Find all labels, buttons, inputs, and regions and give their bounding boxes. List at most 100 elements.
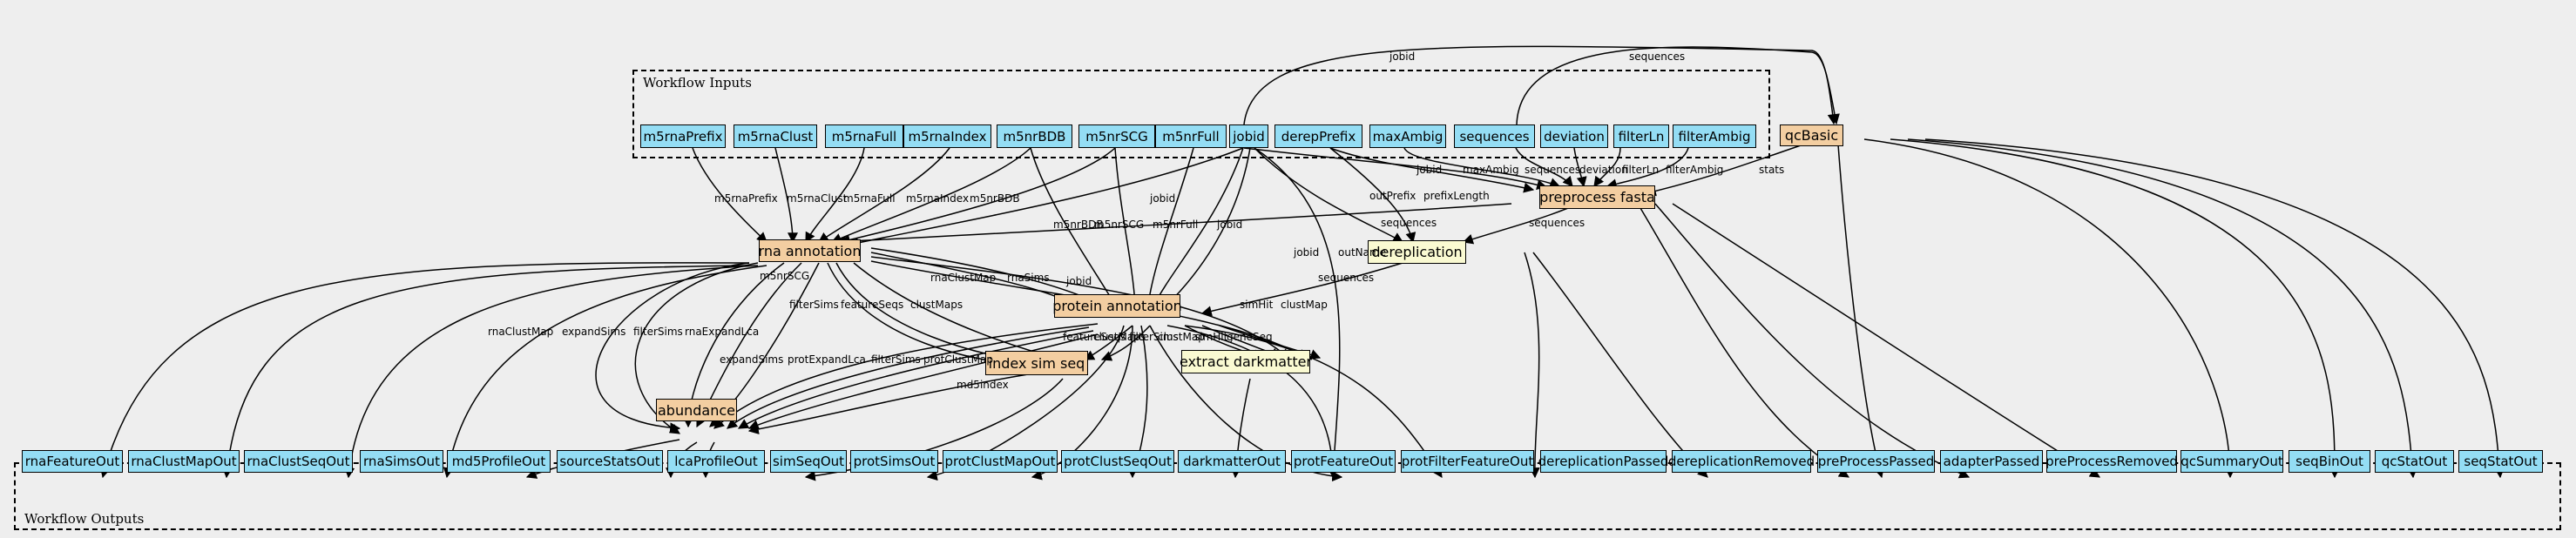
edge-label: m5rnaIndex — [906, 192, 970, 205]
edge-label: m5rnaClust — [787, 192, 848, 205]
input-m5rnaClust[interactable]: m5rnaClust — [734, 124, 817, 148]
workflow-inputs-label: Workflow Inputs — [643, 75, 752, 91]
input-m5rnaFull[interactable]: m5rnaFull — [825, 124, 903, 148]
step-index-sim-seq[interactable]: index sim seq — [985, 351, 1088, 375]
output-protClustMapOut[interactable]: protClustMapOut — [943, 450, 1058, 473]
edge-label: sequences — [1525, 164, 1581, 176]
step-preprocess-fasta[interactable]: preprocess fasta — [1539, 185, 1655, 209]
edge-label: sequences — [1318, 272, 1375, 284]
edge-label: outName — [1338, 246, 1387, 259]
edge-label: filterSims — [789, 299, 839, 311]
output-qcSummaryOut[interactable]: qcSummaryOut — [2180, 450, 2283, 473]
edge-label: featureSeqs — [1063, 331, 1126, 343]
edge-label: filterSims — [871, 353, 921, 366]
workflow-outputs-label: Workflow Outputs — [24, 511, 145, 527]
output-darkmatterOut[interactable]: darkmatterOut — [1178, 450, 1286, 473]
edge-label: deviation — [1579, 164, 1628, 176]
edge-label: jobid — [1389, 50, 1416, 63]
edge-label: m5nrSCG — [760, 270, 810, 282]
step-extract-darkmatter[interactable]: extract darkmatter — [1180, 350, 1312, 373]
edge-label: simHit — [1194, 331, 1228, 343]
input-m5nrBDB[interactable]: m5nrBDB — [997, 124, 1072, 148]
output-protFilterFeatureOut[interactable]: protFilterFeatureOut — [1401, 450, 1534, 473]
output-preProcessPassed[interactable]: preProcessPassed — [1817, 450, 1935, 473]
input-sequences[interactable]: sequences — [1454, 124, 1535, 148]
output-protClustSeqOut[interactable]: protClustSeqOut — [1061, 450, 1174, 473]
edge-label: featureSeqs — [841, 299, 904, 311]
edge-label: filterLn — [1622, 164, 1660, 176]
edge-label: rnaExpandLca — [685, 326, 760, 338]
edge-label: geneSeq — [1227, 331, 1273, 343]
output-md5ProfileOut[interactable]: md5ProfileOut — [447, 450, 551, 473]
step-dereplication[interactable]: dereplication — [1368, 240, 1466, 264]
input-m5nrFull[interactable]: m5nrFull — [1155, 124, 1227, 148]
edge-label: md5index — [957, 379, 1009, 391]
edge-label: jobid — [1217, 219, 1243, 231]
output-preProcessRemoved[interactable]: preProcessRemoved — [2045, 450, 2178, 473]
output-protFeatureOut[interactable]: protFeatureOut — [1291, 450, 1396, 473]
output-sourceStatsOut[interactable]: sourceStatsOut — [557, 450, 663, 473]
output-rnaClustSeqOut[interactable]: rnaClustSeqOut — [244, 450, 353, 473]
edge-label: filterAmbig — [1666, 164, 1724, 176]
input-maxAmbig[interactable]: maxAmbig — [1369, 124, 1446, 148]
edge-label: maxAmbig — [1463, 164, 1519, 176]
output-seqBinOut[interactable]: seqBinOut — [2289, 450, 2370, 473]
edge-label: rnaClustMap — [930, 272, 997, 284]
edge-label: outPrefix — [1369, 190, 1416, 202]
edge-label: sequences — [1381, 217, 1437, 229]
output-lcaProfileOut[interactable]: lcaProfileOut — [667, 450, 765, 473]
step-rna-annotation[interactable]: rna annotation — [759, 239, 861, 262]
input-jobid[interactable]: jobid — [1229, 124, 1268, 148]
output-simSeqOut[interactable]: simSeqOut — [770, 450, 847, 473]
edge-label: rnaSims — [1007, 272, 1050, 284]
step-protein-annotation[interactable]: protein annotation — [1052, 294, 1182, 318]
input-m5nrSCG[interactable]: m5nrSCG — [1078, 124, 1155, 148]
step-qcBasic[interactable]: qcBasic — [1780, 124, 1843, 146]
edge-label: clustMap — [1158, 331, 1205, 343]
workflow-outputs-cluster: Workflow Outputs — [14, 462, 2561, 530]
edge-label: m5nrFull — [1153, 219, 1199, 231]
edge-label: m5nrSCG — [1094, 219, 1145, 231]
edge-label: sequences — [1529, 217, 1585, 229]
edge-label: prefixLength — [1423, 190, 1490, 202]
step-abundance[interactable]: abundance — [656, 399, 737, 421]
output-dereplicationPassed[interactable]: dereplicationPassed — [1538, 450, 1668, 473]
edge-label: protClustMap — [923, 353, 993, 366]
edge-label: expandSims — [562, 326, 626, 338]
edge-label: clustMaps — [910, 299, 963, 311]
input-m5rnaIndex[interactable]: m5rnaIndex — [903, 124, 991, 148]
edge-label: m5rnaPrefix — [714, 192, 778, 205]
input-m5rnaPrefix[interactable]: m5rnaPrefix — [640, 124, 726, 148]
output-rnaFeatureOut[interactable]: rnaFeatureOut — [22, 450, 123, 473]
edge-label: clustMap — [1281, 299, 1328, 311]
edge-label: jobid — [1150, 192, 1176, 205]
edge-label: simHit — [1240, 299, 1274, 311]
output-seqStatOut[interactable]: seqStatOut — [2458, 450, 2543, 473]
output-rnaSimsOut[interactable]: rnaSimsOut — [360, 450, 443, 473]
input-filterLn[interactable]: filterLn — [1613, 124, 1669, 148]
input-derepPrefix[interactable]: derepPrefix — [1274, 124, 1362, 148]
edge-label: rnaClustMap — [488, 326, 554, 338]
edge-label: m5rnaFull — [843, 192, 896, 205]
input-deviation[interactable]: deviation — [1540, 124, 1608, 148]
edge-label: m5nrBDB — [970, 192, 1020, 205]
edge-label: filterSims — [633, 326, 683, 338]
edge-label: m5nrBDB — [1053, 219, 1104, 231]
output-adapterPassed[interactable]: adapterPassed — [1940, 450, 2043, 473]
output-dereplicationRemoved[interactable]: dereplicationRemoved — [1668, 450, 1815, 473]
output-qcStatOut[interactable]: qcStatOut — [2375, 450, 2454, 473]
workflow-inputs-cluster: Workflow Inputs — [632, 70, 1770, 158]
edge-label: jobid — [1416, 164, 1443, 176]
output-protSimsOut[interactable]: protSimsOut — [850, 450, 938, 473]
edge-label: protExpandLca — [788, 353, 866, 366]
input-filterAmbig[interactable]: filterAmbig — [1673, 124, 1756, 148]
edge-label: sequences — [1629, 50, 1686, 63]
edge-label: expandSims — [720, 353, 784, 366]
edge-label: jobid — [1066, 275, 1092, 287]
output-rnaClustMapOut[interactable]: rnaClustMapOut — [128, 450, 240, 473]
edge-label: clustMaps — [1093, 331, 1146, 343]
edge-label: jobid — [1294, 246, 1320, 259]
edge-label: stats — [1759, 164, 1785, 176]
edge-label: filterSims — [1129, 331, 1179, 343]
